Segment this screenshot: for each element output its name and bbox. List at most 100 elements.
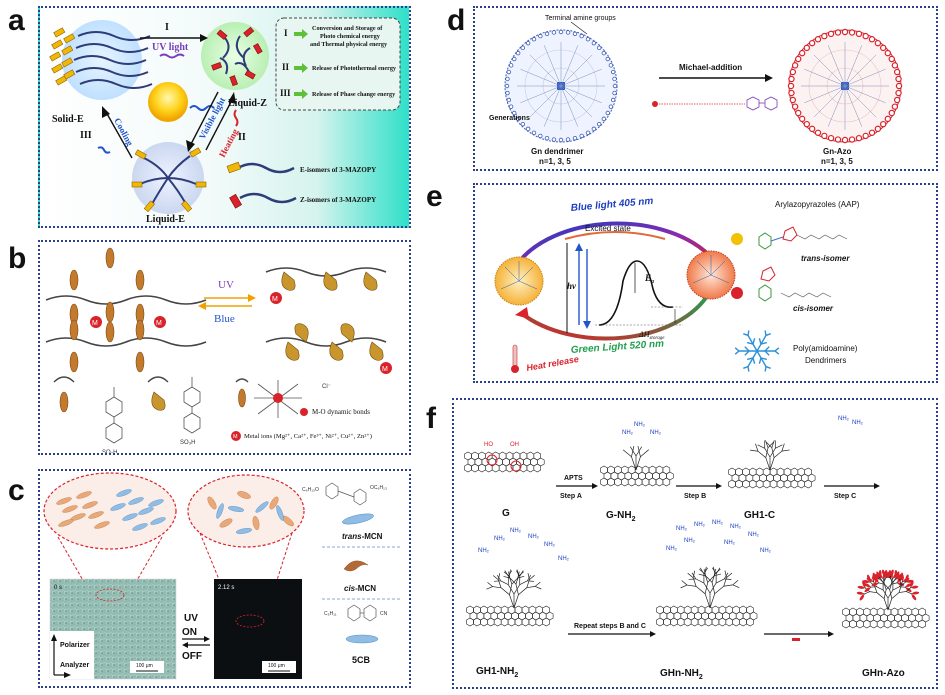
azo-structures: SO₃H SO₃H	[53, 376, 201, 453]
svg-text:OFF: OFF	[182, 651, 202, 662]
svg-text:M: M	[156, 320, 162, 327]
svg-text:Conversion and Storage of: Conversion and Storage of	[312, 25, 383, 32]
ghnnh2-label: GHn-NH2	[660, 668, 703, 681]
svg-text:100 μm: 100 μm	[136, 663, 153, 669]
pamam-dendrimer-icon	[734, 330, 780, 372]
svg-text:ON: ON	[182, 627, 197, 638]
svg-text:E-isomers of 3-MAZOPY: E-isomers of 3-MAZOPY	[300, 166, 376, 174]
gn-dendrimer	[504, 29, 618, 143]
heat-wave-icon	[233, 109, 239, 127]
nh2-group-label: NH₂	[712, 520, 724, 526]
panel-e-diagram: Blue light 405 nm Green Light 520 nm Hea…	[494, 196, 860, 373]
svg-text:5CB: 5CB	[352, 655, 371, 665]
liquid-e-state	[131, 142, 207, 214]
svg-text:ΔHstorage: ΔHstorage	[638, 330, 665, 341]
svg-text:Ea: Ea	[644, 273, 654, 285]
nh2-group-label: NH₂	[544, 542, 556, 548]
energy-diagram: Excited state hv Ea ΔHstorage	[564, 224, 683, 341]
svg-text:III: III	[280, 88, 291, 98]
panel-c-diagram: 0 s 100 μm Polarizer Analyzer UV ON OFF	[43, 472, 400, 680]
nh2-group-label: NH₂	[650, 430, 662, 436]
svg-text:SO₃H: SO₃H	[180, 440, 195, 446]
gnh2-label: G-NH2	[606, 510, 636, 523]
svg-text:100 μm: 100 μm	[268, 663, 285, 669]
apts-label: APTS	[564, 475, 583, 482]
svg-text:OH: OH	[510, 442, 519, 448]
panel-c: 0 s 100 μm Polarizer Analyzer UV ON OFF	[38, 469, 411, 688]
step-c-label: Step C	[834, 493, 856, 500]
trans-dendrimer-sphere	[494, 256, 544, 306]
nh2-group-label: NH₂	[634, 422, 646, 428]
svg-text:Arylazopyrazoles (AAP): Arylazopyrazoles (AAP)	[775, 200, 860, 209]
svg-text:Analyzer: Analyzer	[60, 662, 89, 669]
green-light-label: Green Light 520 nm	[570, 338, 664, 355]
solid-e-label: Solid-E	[52, 114, 84, 125]
mo-bond-label: M-O dynamic bonds	[312, 408, 370, 416]
svg-text:trans-MCN: trans-MCN	[342, 532, 383, 541]
svg-text:cis-isomer: cis-isomer	[793, 304, 834, 313]
panel-label-e: e	[426, 180, 443, 213]
nh2-group-label: NH₂	[730, 524, 742, 530]
gn-dendrimer-n: n=1, 3, 5	[539, 157, 571, 166]
panel-e: Blue light 405 nm Green Light 520 nm Hea…	[473, 183, 938, 383]
nh2-group-label: NH₂	[676, 526, 688, 532]
panel-label-c: c	[8, 474, 25, 507]
uv-wave-icon	[159, 53, 185, 59]
metal-ions-label: Metal ions (Mg²⁺, Ca²⁺, Fe³⁺, Ni²⁺, Cu²⁺…	[244, 433, 372, 440]
heat-release-label: Heat release	[526, 354, 580, 373]
svg-text:C₅H₁₁: C₅H₁₁	[324, 611, 337, 617]
svg-text:cis-MCN: cis-MCN	[344, 584, 376, 593]
nh2-group-label: NH₂	[724, 540, 736, 546]
heating-label: Heating	[217, 127, 240, 159]
gn-azo-dendrimer	[787, 28, 903, 144]
step3-label: III	[80, 130, 92, 141]
crosslinked-network: M M	[45, 247, 207, 373]
panel-f: G HO OH APTS Step A G-NH2 Step B GH1-C S…	[452, 398, 938, 689]
uv-toggle-indicator: UV ON OFF	[182, 613, 210, 662]
pom-image-after: 2.12 s 100 μm	[214, 579, 302, 679]
panel-d-diagram: Terminal amine groups Generations Gn den…	[489, 15, 903, 166]
svg-text:Excited state: Excited state	[585, 224, 631, 233]
uv-light-label: UV light	[152, 42, 189, 53]
svg-text:HO: HO	[484, 442, 493, 448]
pom-image-before: 0 s 100 μm	[49, 578, 177, 680]
gh1nh2-label: GH1-NH2	[476, 666, 518, 679]
panel-f-diagram: G HO OH APTS Step A G-NH2 Step B GH1-C S…	[464, 416, 930, 681]
cis-dendrimer-sphere	[686, 250, 736, 300]
svg-text:M: M	[272, 296, 278, 303]
decrosslinked-network: M M	[265, 267, 392, 374]
step2-label: II	[238, 132, 246, 143]
panel-a: Solid-E Liquid-Z	[38, 6, 411, 228]
nh2-group-label: NH₂	[558, 556, 570, 562]
svg-text:OC₆H₁₃: OC₆H₁₃	[370, 485, 387, 491]
svg-text:Release of Photothermal energy: Release of Photothermal energy	[312, 65, 397, 72]
aap-legend: Arylazopyrazoles (AAP) trans-isomer cis-…	[731, 200, 860, 372]
nh2-group-label: NH₂	[760, 548, 772, 554]
panel-b: M M UV Blue M M	[38, 240, 411, 455]
nh2-group-label: NH₂	[838, 416, 850, 422]
gn-azo-label: Gn-Azo	[823, 147, 852, 156]
svg-text:C₆H₁₃O: C₆H₁₃O	[302, 487, 319, 493]
svg-text:UV: UV	[184, 613, 198, 624]
azo-reagent	[652, 96, 778, 111]
svg-text:Polarizer: Polarizer	[60, 642, 90, 649]
liquid-z-label: Liquid-Z	[228, 98, 267, 109]
svg-text:II: II	[282, 62, 290, 72]
metal-ion-icon: M M	[90, 316, 166, 328]
panel-b-diagram: M M UV Blue M M	[45, 247, 392, 453]
blue-label: Blue	[214, 313, 235, 325]
svg-text:Photo chemical energy: Photo chemical energy	[320, 33, 381, 40]
mo-bond-structure: Cl⁻ M-O dynamic bonds M Metal ions (Mg²⁺…	[231, 378, 372, 441]
nh2-group-label: NH₂	[852, 420, 864, 426]
mesogen-legend: C₆H₁₃O OC₆H₁₃ trans-MCN cis-MCN C₅H₁₁ CN…	[302, 482, 400, 665]
svg-text:CN: CN	[380, 611, 388, 617]
nh2-group-label: NH₂	[494, 536, 506, 542]
blue-light-label: Blue light 405 nm	[570, 196, 654, 214]
svg-text:Z-isomers of 3-MAZOPY: Z-isomers of 3-MAZOPY	[300, 196, 376, 204]
panel-d: Terminal amine groups Generations Gn den…	[473, 6, 938, 171]
step-a-label: Step A	[560, 493, 582, 500]
liquid-z-state	[201, 22, 269, 90]
nh2-group-label: NH₂	[684, 538, 696, 544]
sun-icon	[148, 82, 215, 122]
nh2-group-label: NH₂	[510, 528, 522, 534]
